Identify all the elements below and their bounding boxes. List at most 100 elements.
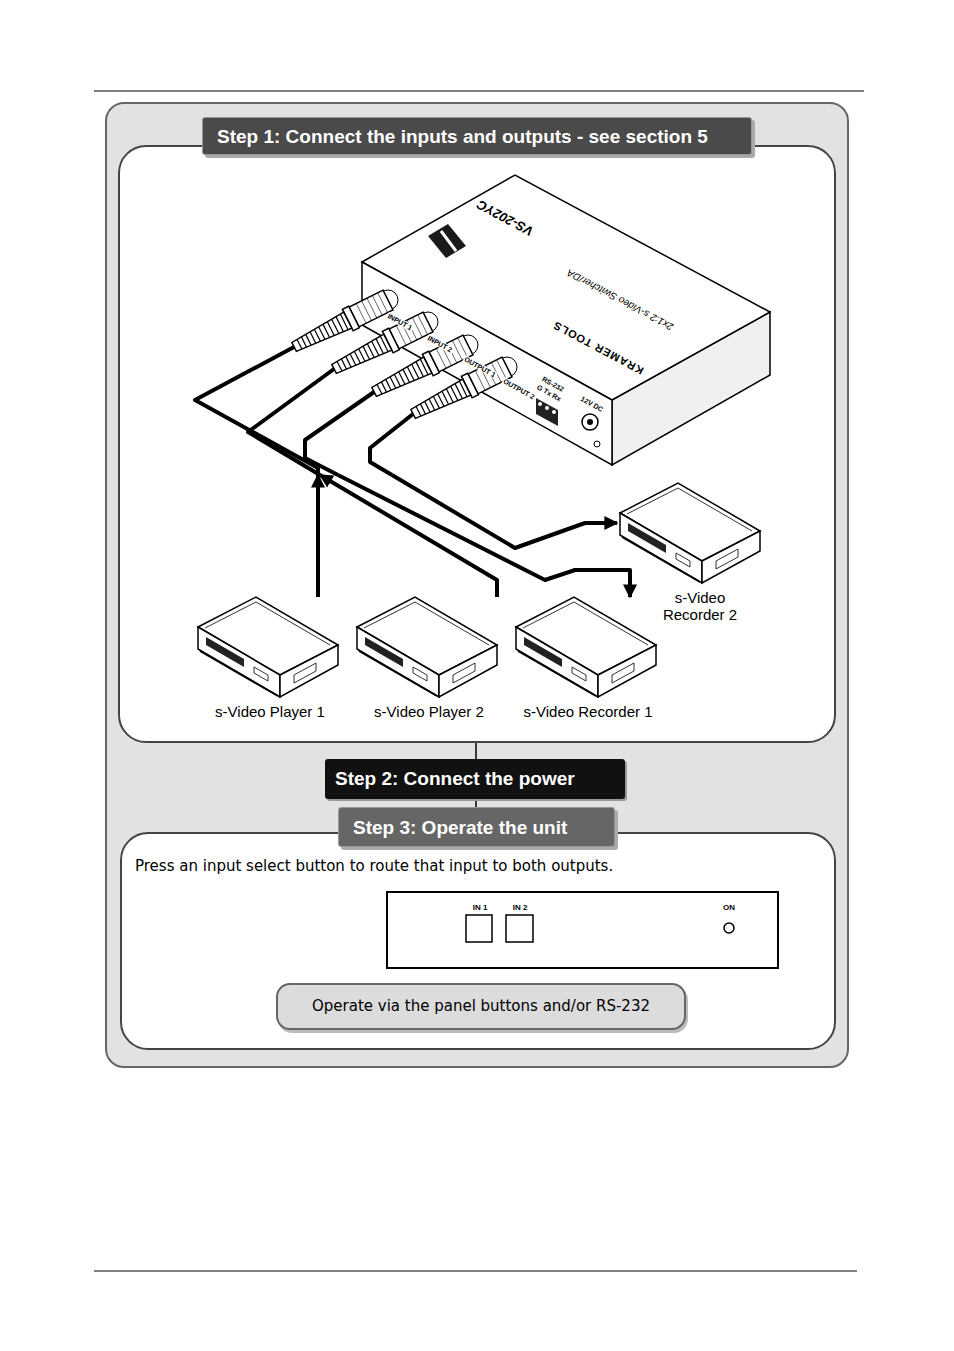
step-connector [475,743,477,759]
illustration-polygon [372,357,432,396]
illustration-line [381,382,386,392]
illustration-line [94,91,864,92]
device-caption: s-Video Recorder 1 [516,703,660,720]
step-connector [475,799,477,807]
illustration-circle [594,441,600,447]
illustration-line [306,334,311,345]
illustration-line [367,344,374,358]
illustration-polygon [332,334,392,373]
illustration-line [94,1271,857,1272]
illustration-path [248,369,334,475]
illustration-line [436,349,446,369]
step-banner: Step 2: Connect the power [325,759,625,799]
illustration-use [516,597,656,697]
illustration-line [327,322,334,336]
illustration-line [350,354,356,365]
illustration-line [429,399,435,410]
illustration-polygon [411,379,471,418]
illustration-rect [466,915,492,942]
illustration-line [377,384,382,394]
illustration-path [370,414,413,475]
led-label: ON [723,903,735,912]
video-cable [320,475,497,597]
illustration-rect [506,915,533,942]
step-heading: Step 2: Connect the power [325,759,625,799]
front-panel: IN 1 IN 2 ON [386,891,779,969]
illustration-line [319,327,325,340]
recorder-device: s-Video Recorder 2 [617,483,767,628]
illustration-line [297,339,302,349]
product-name: 2x1:2 s-Video Switcher/DA [565,267,675,332]
illustration-path [305,392,374,475]
video-cable [338,475,630,597]
illustration-path [195,347,318,475]
illustration-use [620,483,760,583]
illustration-line [407,367,414,381]
illustration-line [337,361,342,371]
illustration-line [356,304,366,324]
step-panel: Step 3: Operate the unitPress an input s… [120,832,836,1050]
illustration-line [403,369,410,382]
illustration-circle [545,406,549,410]
illustration-line [441,231,456,251]
video-cable [316,475,320,597]
illustration-line [346,356,351,367]
illustration-line [420,404,425,414]
model-name: VS-202YC [474,197,535,239]
button-label: IN 2 [513,903,528,912]
illustration-line [301,337,306,347]
note-text: Operate via the panel buttons and/or RS-… [278,985,684,1028]
illustration-line [359,349,365,362]
illustration-line [399,372,405,385]
illustration-polygon [428,224,466,258]
illustration-line [354,351,360,363]
illustration-line [446,389,453,403]
illustration-g [195,347,413,475]
switcher-device: VS-202YC 2x1:2 s-Video Switcher/DAKRAMER … [180,170,775,475]
illustration-line [394,374,400,386]
illustration-rect [118,145,836,743]
illustration-line [314,329,320,341]
step-heading: Step 1: Connect the inputs and outputs -… [202,117,752,155]
illustration-circle [552,410,556,414]
illustration-rect [106,103,848,1067]
illustration-use [198,597,338,697]
player-device: s-Video Player 1 [198,597,342,725]
illustration-circle [538,402,542,406]
instruction-text: Press an input select button to route th… [135,857,825,875]
device-caption: s-Video Player 2 [357,703,501,720]
illustration-line [310,332,316,343]
illustration-line [341,359,346,369]
button-label: IN 1 [473,903,488,912]
illustration-polygon [536,398,558,426]
step-heading: Step 3: Operate the unit [338,807,615,847]
step-panel: Step 1: Connect the inputs and outputs -… [118,145,836,743]
illustration-line [425,401,430,412]
illustration-line [363,346,370,359]
video-cable [392,475,617,548]
illustration-polygon [292,312,352,351]
illustration-line [390,377,396,388]
player-device: s-Video Player 2 [357,597,501,725]
illustration-polygon [362,175,770,400]
illustration-line [442,391,449,404]
illustration-rect [120,832,836,1050]
illustration-line [433,396,439,408]
illustration-line [438,394,444,407]
illustration-circle [587,419,593,425]
device-caption: s-Video Recorder 2 [650,589,750,623]
illustration-use [357,597,497,697]
recorder-device: s-Video Recorder 1 [516,597,660,725]
illustration-rect [386,891,779,969]
illustration-polygon [362,262,612,465]
brand-name: KRAMER TOOLS [551,319,646,377]
illustration-line [386,379,391,390]
illustration-g [292,290,512,418]
illustration-line [416,406,421,416]
illustration-line [323,324,330,337]
note-bubble: Operate via the panel buttons and/or RS-… [276,983,686,1030]
device-caption: s-Video Player 1 [198,703,342,720]
illustration-circle [582,414,598,430]
illustration-circle [724,923,734,933]
